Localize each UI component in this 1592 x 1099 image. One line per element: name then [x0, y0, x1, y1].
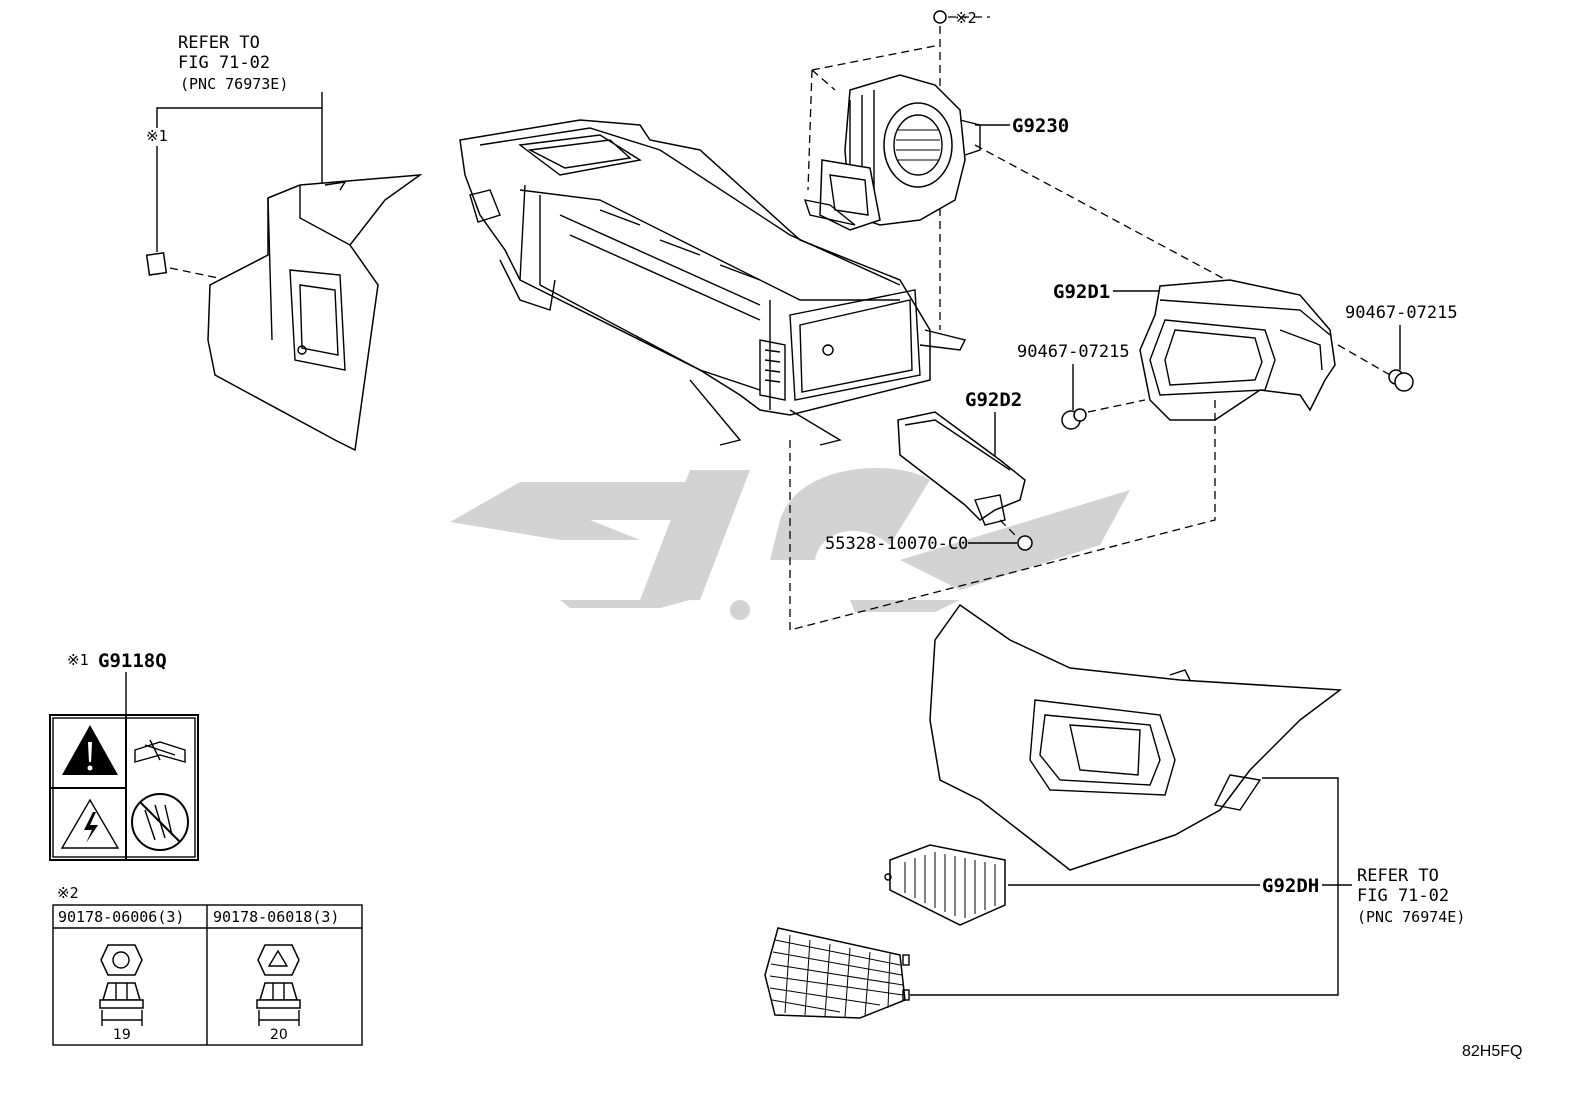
part-g9230: G9230	[1012, 115, 1069, 137]
duct-lower	[897, 411, 1026, 526]
nut-table: 90178-06006(3) 90178-06018(3) 19 20	[52, 904, 363, 1046]
note2-marker-top: ※2	[955, 9, 977, 27]
screw-dash	[999, 519, 1019, 539]
high-voltage-icon	[60, 798, 120, 849]
warning-label-box	[49, 714, 199, 861]
refer-br-text-2: FIG 71-02	[1357, 886, 1449, 906]
refer-br-text-3: (PNC 76974E)	[1357, 908, 1465, 926]
assembly-dash-frame	[789, 395, 1216, 631]
diagram-code: 82H5FQ	[1462, 1043, 1522, 1060]
screw-icon	[1017, 535, 1033, 551]
nut-col2-part: 90178-06018(3)	[213, 908, 339, 926]
flange-nut-icon-2	[256, 944, 301, 1026]
clip-left-dash	[1087, 399, 1146, 413]
clip-right-dash	[1337, 344, 1391, 376]
clip-left-icon	[1061, 408, 1087, 430]
no-touch-icon	[131, 793, 189, 851]
blower-dash-frame	[807, 44, 941, 191]
nut-col2-size: 20	[270, 1027, 288, 1043]
right-side-panel	[929, 603, 1343, 871]
watermark-logo	[450, 468, 1130, 620]
clip-right-icon	[1388, 369, 1414, 392]
part-g92dh: G92DH	[1262, 875, 1319, 897]
refer-text-1: REFER TO	[178, 33, 260, 53]
flange-nut-icon-1	[99, 944, 144, 1026]
nut-table-title: ※2	[57, 884, 79, 902]
refer-leader-left	[156, 92, 323, 128]
blower-unit	[803, 74, 981, 231]
note1-marker: ※1	[146, 127, 168, 145]
nut-col1-part: 90178-06006(3)	[58, 908, 184, 926]
duct-upper	[1139, 279, 1336, 421]
part-clip-right: 90467-07215	[1345, 303, 1458, 323]
refer-br-text-1: REFER TO	[1357, 866, 1439, 886]
part-g92d2: G92D2	[965, 389, 1022, 411]
cabin-filter	[884, 844, 1006, 926]
note1-marker-label: ※1	[67, 651, 89, 669]
refer-text-2: FIG 71-02	[178, 53, 270, 73]
filter-bracket-line	[910, 777, 1339, 996]
blower-to-duct-dash	[974, 144, 1231, 283]
manual-icon	[134, 739, 186, 763]
battery-assembly	[459, 119, 967, 446]
nut-top-icon	[933, 10, 947, 24]
part-g92d1: G92D1	[1053, 281, 1110, 303]
part-g9118q: G9118Q	[98, 650, 167, 672]
part-clip-left: 90467-07215	[1017, 342, 1130, 362]
warning-label-part	[145, 251, 168, 276]
refer-text-3: (PNC 76973E)	[180, 75, 288, 93]
nut-col1-size: 19	[113, 1027, 131, 1043]
part-screw: 55328-10070-C0	[825, 534, 968, 554]
left-side-panel	[207, 174, 423, 452]
filter-grille	[764, 927, 910, 1019]
